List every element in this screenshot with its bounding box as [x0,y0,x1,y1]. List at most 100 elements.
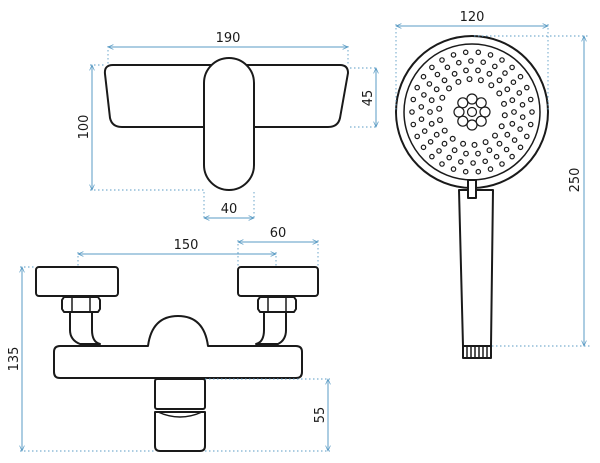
nozzle [523,84,530,91]
nozzle [487,166,494,172]
nozzle [486,70,493,77]
top-view-lever [203,57,255,191]
nozzle [517,126,523,132]
nozzle [439,57,445,63]
nozzle [449,135,456,142]
nozzle [428,120,435,127]
nozzle [414,84,421,91]
nozzle [499,57,505,63]
dim-label-lever-width: 40 [221,202,238,217]
dim-label-outlet-height: 55 [313,407,328,424]
nozzle [436,105,443,112]
nozzle [441,140,448,147]
nozzle [427,109,433,115]
dim-label-shower-length: 250 [568,168,583,193]
nozzle [477,77,484,84]
nozzle [441,77,448,84]
dim-label-head-diameter: 120 [460,10,485,25]
nozzle [451,70,458,77]
nozzle [501,100,508,107]
front-view-right-arm [255,311,287,345]
dim-label-cap-width: 60 [270,226,287,241]
nozzle [462,168,469,175]
front-view-left-cap [35,266,119,297]
nozzle [409,109,415,115]
nozzle [509,64,515,71]
nozzle-petal [457,115,469,127]
shower-connector [462,345,492,359]
front-view-outlet-lower [154,411,206,452]
nozzle [414,133,421,140]
shower-head-view: 120 250 [395,10,590,359]
nozzle-petal [466,119,478,131]
nozzle [421,128,428,134]
nozzle [496,90,503,97]
nozzle [428,97,435,104]
dim-label-front-height: 135 [7,347,22,372]
front-view-right-nut [257,296,297,313]
nozzle [433,86,440,93]
nozzle-center [466,106,478,118]
nozzle [462,49,469,56]
nozzle [510,79,517,86]
nozzle [436,148,442,154]
nozzle [471,141,478,148]
nozzle [482,139,489,146]
nozzle [499,161,505,167]
dim-label-front-width: 150 [174,238,199,253]
nozzle [496,77,503,84]
nozzle [450,52,457,58]
nozzle [444,64,451,71]
nozzle [455,59,462,66]
nozzle [429,64,435,71]
nozzle [502,70,508,76]
front-view-left-arm [69,311,101,345]
nozzle [475,67,481,74]
nozzle [475,150,481,157]
nozzle [509,153,515,160]
nozzle [503,146,510,153]
nozzle [450,166,457,172]
dim-label-top-height: 100 [77,115,92,140]
shower-handle [458,189,494,347]
nozzle [426,81,433,87]
front-view-left-nut [61,296,101,313]
nozzle [410,121,417,128]
nozzle [498,123,505,130]
nozzle [466,76,473,83]
nozzle [517,144,524,151]
front-view-right-cap [237,266,319,297]
nozzle [468,58,474,64]
nozzle [437,117,444,124]
nozzle [410,96,417,103]
nozzle [519,102,526,108]
nozzle [511,109,517,115]
nozzle [504,131,511,138]
nozzle [504,86,511,93]
nozzle [429,153,435,160]
nozzle-petal [475,115,487,127]
front-view-outlet-upper [154,378,206,410]
nozzle [460,140,467,147]
nozzle [501,112,508,119]
shower-mode-switch [467,179,477,199]
nozzle [487,52,494,58]
nozzle [463,67,469,74]
nozzle [441,127,448,134]
dim-label-lever-height: 45 [361,90,376,107]
nozzle [446,154,453,161]
nozzle [511,137,518,143]
nozzle [488,82,495,89]
nozzle [421,92,427,98]
top-view: 190 45 100 40 [77,31,378,220]
nozzle-petal [479,106,491,118]
nozzle [492,132,499,139]
nozzle [470,160,476,166]
nozzle [439,161,445,167]
nozzle [420,144,427,151]
nozzle [451,147,458,154]
nozzle [475,168,482,175]
nozzle [509,97,516,104]
nozzle [418,116,425,123]
